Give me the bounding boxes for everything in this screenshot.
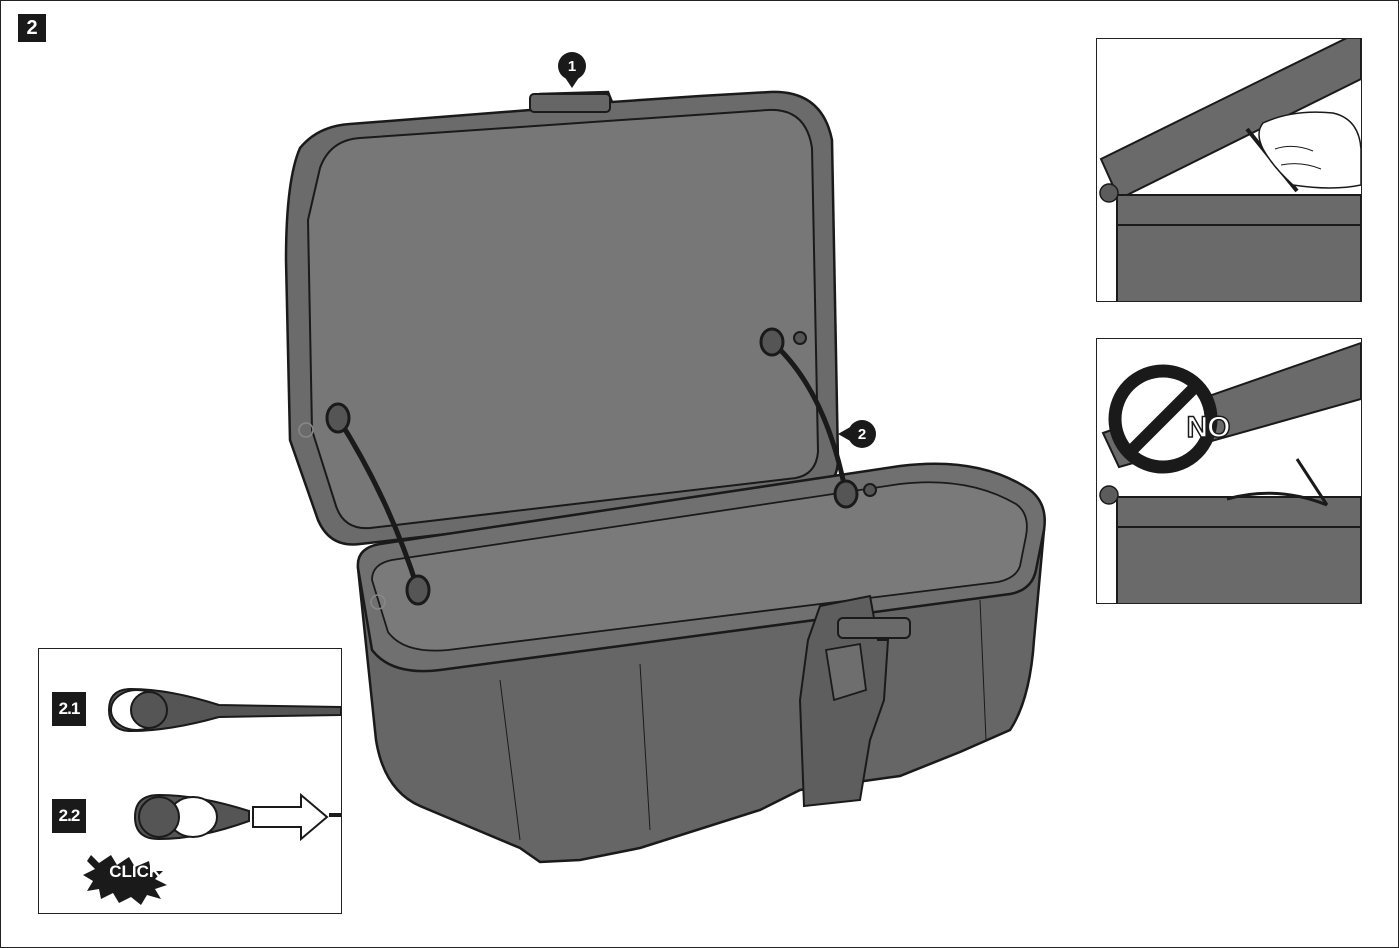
- correct-lid-illustration: [1097, 39, 1361, 301]
- step-number-badge: 2: [18, 14, 46, 42]
- lid-latch-tab: [529, 93, 611, 113]
- no-warning-label: NO: [1186, 410, 1232, 445]
- substep-badge-2-2: 2.2: [52, 799, 86, 833]
- strap-pin-pulled: [133, 793, 341, 841]
- click-burst: [83, 855, 167, 905]
- detail-panel-correct: [1096, 38, 1362, 302]
- callout-2: 2: [838, 420, 876, 448]
- substep-badge-2-1: 2.1: [52, 692, 86, 726]
- lid: [284, 90, 840, 546]
- box-body: [356, 462, 1046, 864]
- strap-pin-illustration: [39, 649, 341, 913]
- prohibition-icon: [1108, 364, 1218, 474]
- incorrect-lid-illustration: [1097, 339, 1361, 603]
- left-strap: [298, 402, 431, 610]
- front-latch: [798, 594, 911, 808]
- callout-1-number: 1: [568, 58, 576, 75]
- strap-pin-attached: [107, 687, 341, 733]
- callout-2-number: 2: [858, 426, 866, 443]
- right-strap: [759, 327, 877, 509]
- arrow-right-icon: [252, 792, 329, 842]
- detail-panel-incorrect: [1096, 338, 1362, 604]
- detail-panel-strap-pin: [38, 648, 342, 914]
- click-sound-label: CLICK!: [109, 862, 167, 881]
- callout-1: 1: [558, 52, 586, 88]
